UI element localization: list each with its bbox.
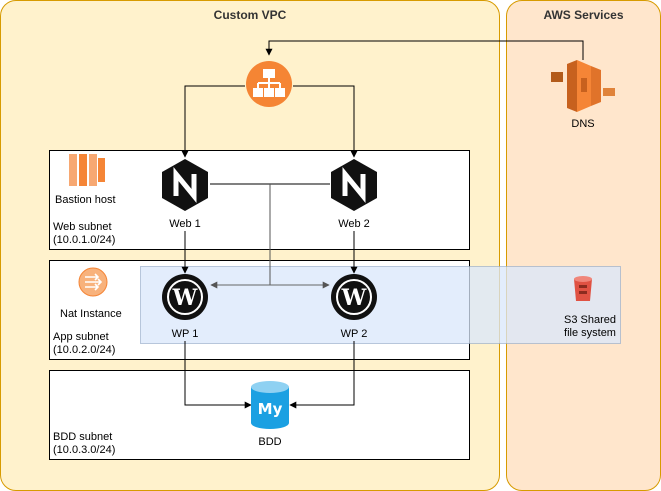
app-subnet-cidr: (10.0.2.0/24) <box>53 344 116 356</box>
dns-label: DNS <box>571 118 595 130</box>
svg-text:My: My <box>258 400 283 418</box>
web1-label: Web 1 <box>169 218 201 230</box>
nat-instance-icon <box>78 267 108 297</box>
s3-label-line2: file system <box>564 327 616 339</box>
bastion-host-label: Bastion host <box>55 194 116 206</box>
route53-dns-icon <box>551 60 615 112</box>
nginx-icon <box>331 159 377 211</box>
wordpress-icon: W <box>331 274 377 320</box>
custom-vpc-title: Custom VPC <box>213 8 287 22</box>
ec2-instance-icon <box>69 154 105 186</box>
aws-services-title: AWS Services <box>543 8 624 22</box>
bdd-subnet-name: BDD subnet <box>53 431 113 443</box>
s3-label-line1: S3 Shared <box>564 314 616 326</box>
nginx-icon <box>162 159 208 211</box>
web-subnet-name: Web subnet <box>53 221 112 233</box>
app-subnet-name: App subnet <box>53 331 109 343</box>
shared-file-system-area <box>140 266 621 344</box>
load-balancer-icon <box>246 61 292 107</box>
wordpress-icon: W <box>162 274 208 320</box>
svg-text:W: W <box>172 285 198 311</box>
wp2-label: WP 2 <box>340 328 368 340</box>
svg-text:W: W <box>341 285 367 311</box>
wp1-label: WP 1 <box>171 328 199 340</box>
bdd-subnet-cidr: (10.0.3.0/24) <box>53 444 116 456</box>
web2-label: Web 2 <box>338 218 370 230</box>
mysql-database-icon: My <box>251 381 289 429</box>
nat-instance-label: Nat Instance <box>60 308 122 320</box>
web-subnet-cidr: (10.0.1.0/24) <box>53 234 116 246</box>
s3-bucket-icon <box>570 276 596 304</box>
web-subnet <box>49 150 470 250</box>
bdd-label: BDD <box>258 436 282 448</box>
